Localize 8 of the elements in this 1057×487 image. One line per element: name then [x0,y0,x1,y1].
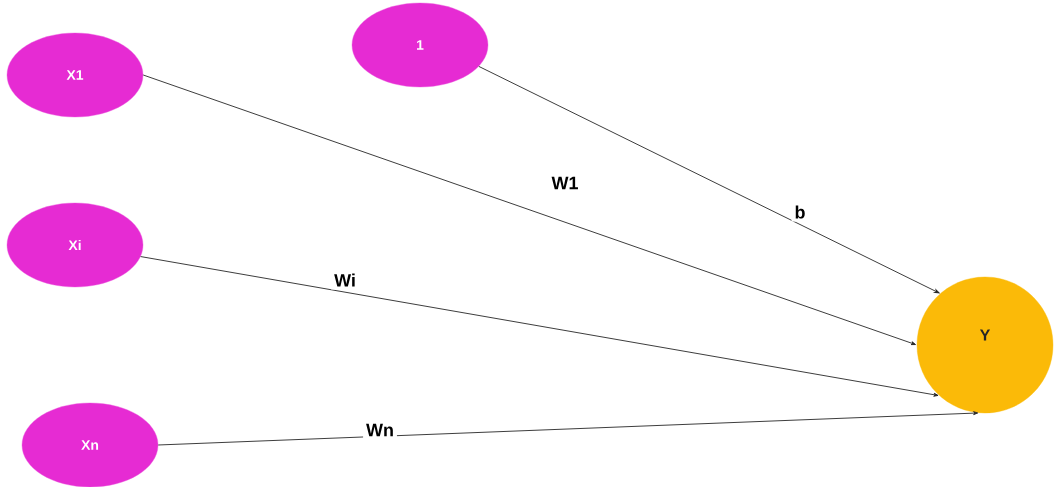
arrow [140,256,939,397]
edge-label: b [791,202,809,222]
arrow [478,65,940,294]
edge-label: W1 [548,173,582,193]
edge-label: Wi [331,270,359,290]
arrow [142,74,916,346]
edge-label: Wn [363,420,397,440]
arrow [157,411,979,446]
